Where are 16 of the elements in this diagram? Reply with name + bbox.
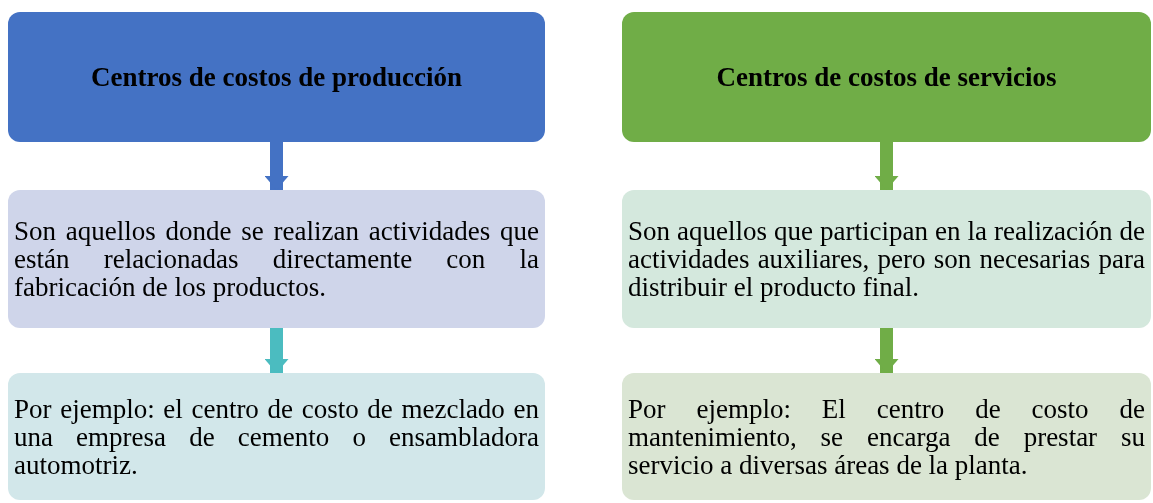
header-box: [622, 12, 1151, 142]
description-text: Son aquellos que participan en la realización de actividades auxiliares, pero son necesarias para distribuir el producto final.: [627, 217, 1146, 301]
header-text: Centros de costos de servicios: [716, 61, 1057, 93]
down-arrow: [874, 142, 899, 190]
header-box: [8, 12, 545, 142]
header-text: Centros de costos de producción: [91, 61, 462, 93]
text-box: [622, 190, 1151, 328]
description-text: Son aquellos donde se realizan actividades que están relacionadas directamente con la fabricación de los productos.: [13, 217, 540, 301]
text-box: [622, 373, 1151, 500]
down-arrow: [264, 142, 289, 190]
down-arrow: [874, 328, 899, 373]
text-box: [8, 373, 545, 500]
text-box: [8, 190, 545, 328]
description-text: Por ejemplo: El centro de costo de mantenimiento, se encarga de prestar su servicio a diversas áreas de la planta.: [627, 394, 1146, 479]
down-arrow: [264, 328, 289, 373]
description-text: Por ejemplo: el centro de costo de mezclado en una empresa de cemento o ensambladora automotriz.: [13, 394, 540, 479]
